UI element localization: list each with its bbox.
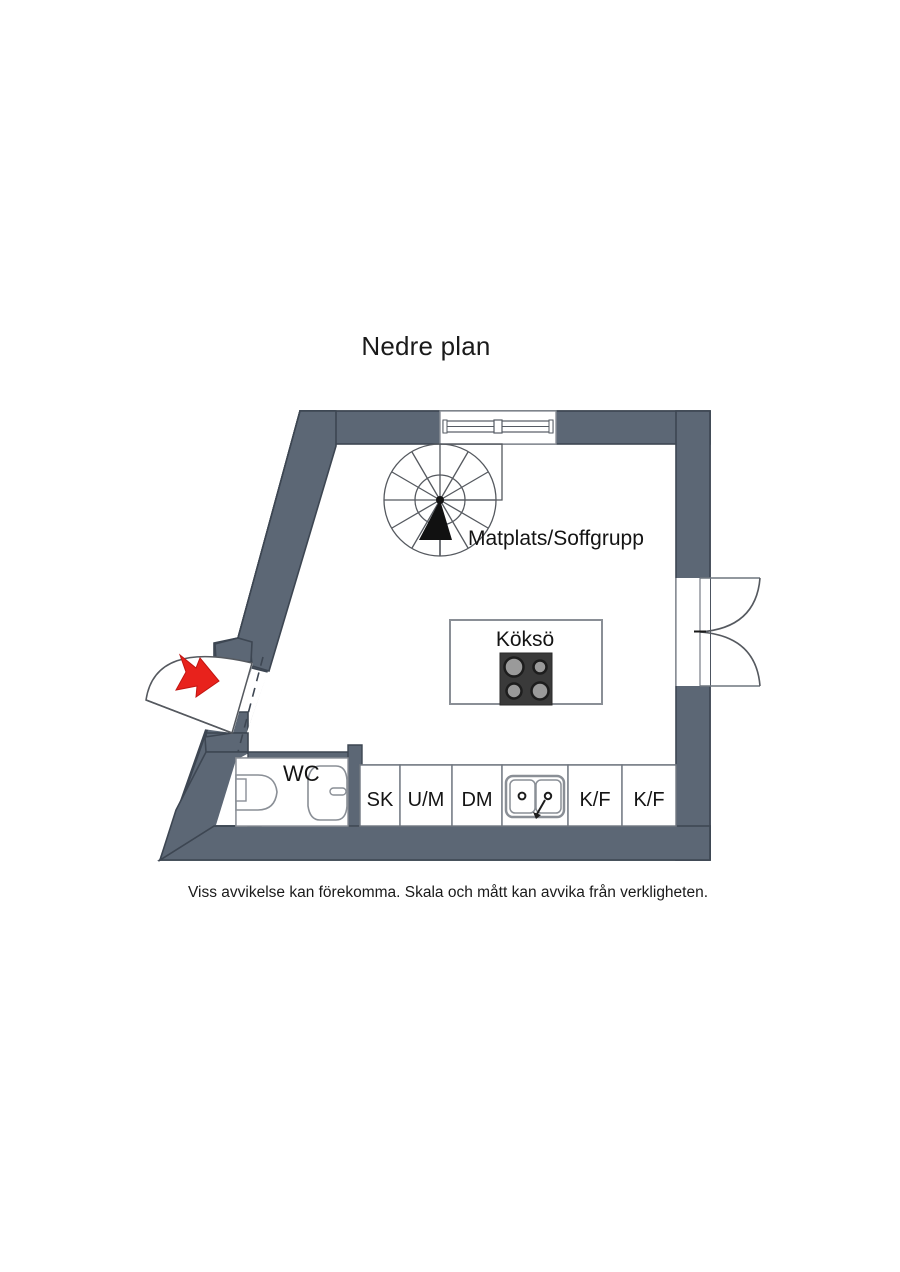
counter-label-kf-2: K/F xyxy=(633,789,664,811)
room-label-wc: WC xyxy=(283,761,320,786)
page-title: Nedre plan xyxy=(361,331,491,361)
spiral-staircase xyxy=(383,443,503,557)
disclaimer-caption: Viss avvikelse kan förekomma. Skala och … xyxy=(187,884,709,901)
counter-cell-sk: SK xyxy=(359,764,401,827)
counter-label-um: U/M xyxy=(408,789,445,811)
entry-door xyxy=(145,653,264,753)
toilet-icon xyxy=(235,774,278,811)
window xyxy=(439,410,557,445)
counter-label-kf-1: K/F xyxy=(579,789,610,811)
counter-cell-kf-2: K/F xyxy=(621,764,677,827)
door-opening-dashed-line xyxy=(237,656,264,753)
counter-cell-dm: DM xyxy=(451,764,503,827)
kitchen-counter-run: SK U/M DM xyxy=(359,764,677,827)
bottom-wall xyxy=(157,825,711,861)
interior-fill xyxy=(215,445,675,825)
counter-cell-um: U/M xyxy=(399,764,453,827)
counter-cell-sink xyxy=(501,764,569,827)
cooktop-icon xyxy=(499,652,553,706)
patio-doors xyxy=(675,577,761,687)
room-label-matplats: Matplats/Soffgrupp xyxy=(468,527,644,550)
counter-label-sk: SK xyxy=(367,789,394,811)
wash-basin-icon xyxy=(307,765,348,821)
stair-direction-arrow-icon xyxy=(419,500,452,540)
sink-icon xyxy=(504,774,566,819)
counter-label-dm: DM xyxy=(461,789,492,811)
wc-room xyxy=(235,744,363,827)
entry-arrow-icon xyxy=(175,653,220,699)
counter-cell-kf-1: K/F xyxy=(567,764,623,827)
kitchen-island xyxy=(449,619,603,706)
fixture-label-koksö: Köksö xyxy=(496,628,554,651)
